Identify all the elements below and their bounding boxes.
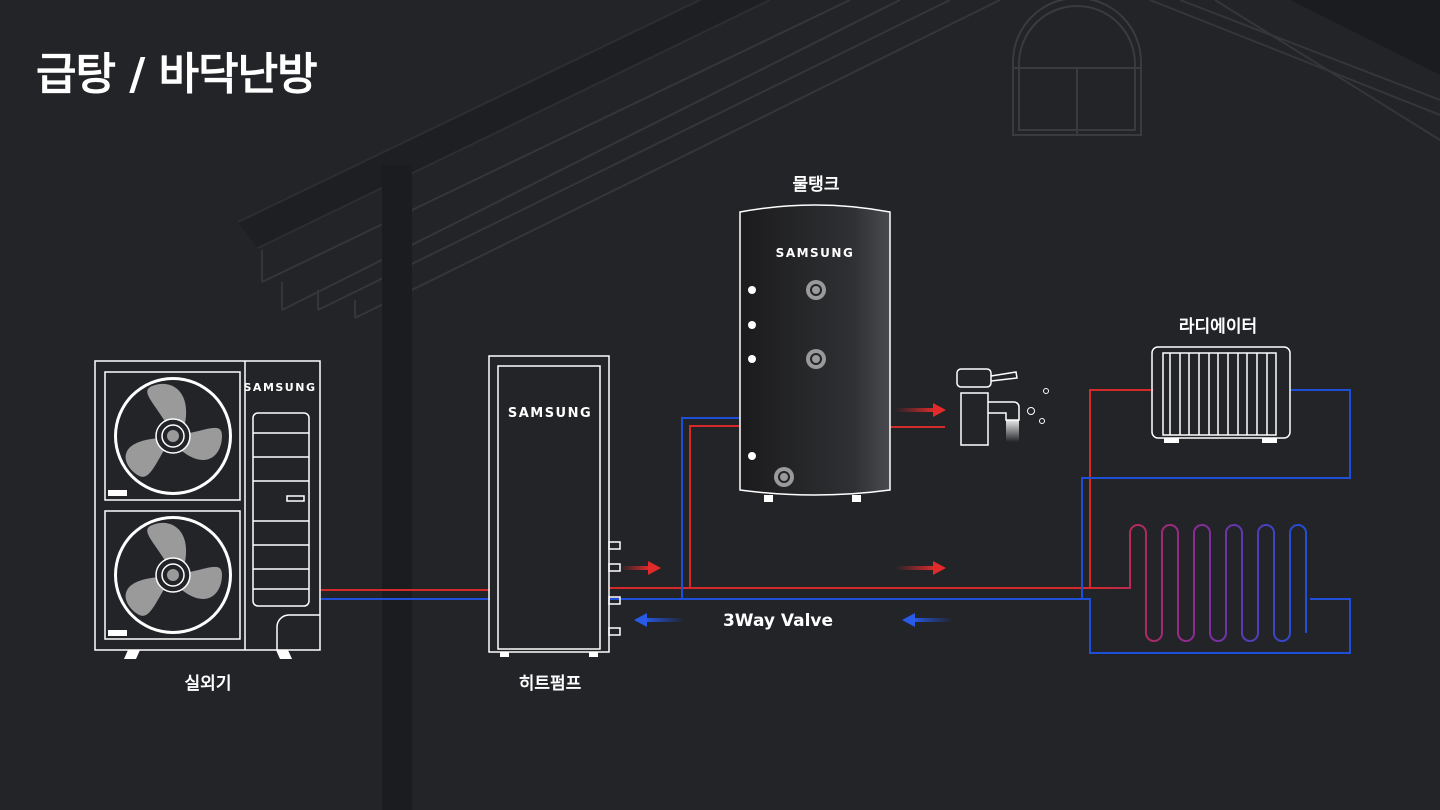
fan-icon (114, 516, 232, 634)
pipes (320, 389, 1351, 654)
outdoor-unit (94, 360, 321, 659)
label-outdoor-unit: 실외기 (184, 674, 232, 694)
brand-logo-heat-pump: SAMSUNG (507, 406, 593, 421)
water-tank (739, 204, 891, 502)
tank-hot-supply (689, 425, 740, 588)
cold-arrow (902, 613, 953, 627)
tank-port (806, 349, 826, 369)
label-water-tank: 물탱크 (792, 175, 840, 195)
brand-logo-outdoor: SAMSUNG (243, 381, 317, 394)
floor-heating-coil (1090, 524, 1307, 642)
tank-port (806, 280, 826, 300)
radiator-return (1081, 389, 1351, 599)
tank-port (774, 467, 794, 487)
faucet-icon (956, 368, 1049, 446)
cold-return-line (609, 598, 1351, 654)
label-3way-valve: 3Way Valve (722, 611, 834, 631)
cold-arrow (634, 613, 685, 627)
label-radiator: 라디에이터 (1178, 317, 1258, 337)
radiator-unit (1151, 346, 1291, 443)
tank-cold-return (681, 417, 740, 599)
flow-arrows (620, 403, 953, 627)
label-heat-pump: 히트펌프 (518, 674, 582, 694)
hot-arrow (620, 561, 661, 575)
heat-pump-unit (488, 355, 621, 657)
house-background (237, 0, 1440, 810)
brand-logo-tank: SAMSUNG (775, 246, 855, 260)
hot-main-line (609, 389, 1153, 589)
hot-arrow (895, 561, 946, 575)
fan-icon (114, 377, 232, 495)
hot-arrow (895, 403, 946, 417)
page-title: 급탕 / 바닥난방 (36, 49, 318, 100)
